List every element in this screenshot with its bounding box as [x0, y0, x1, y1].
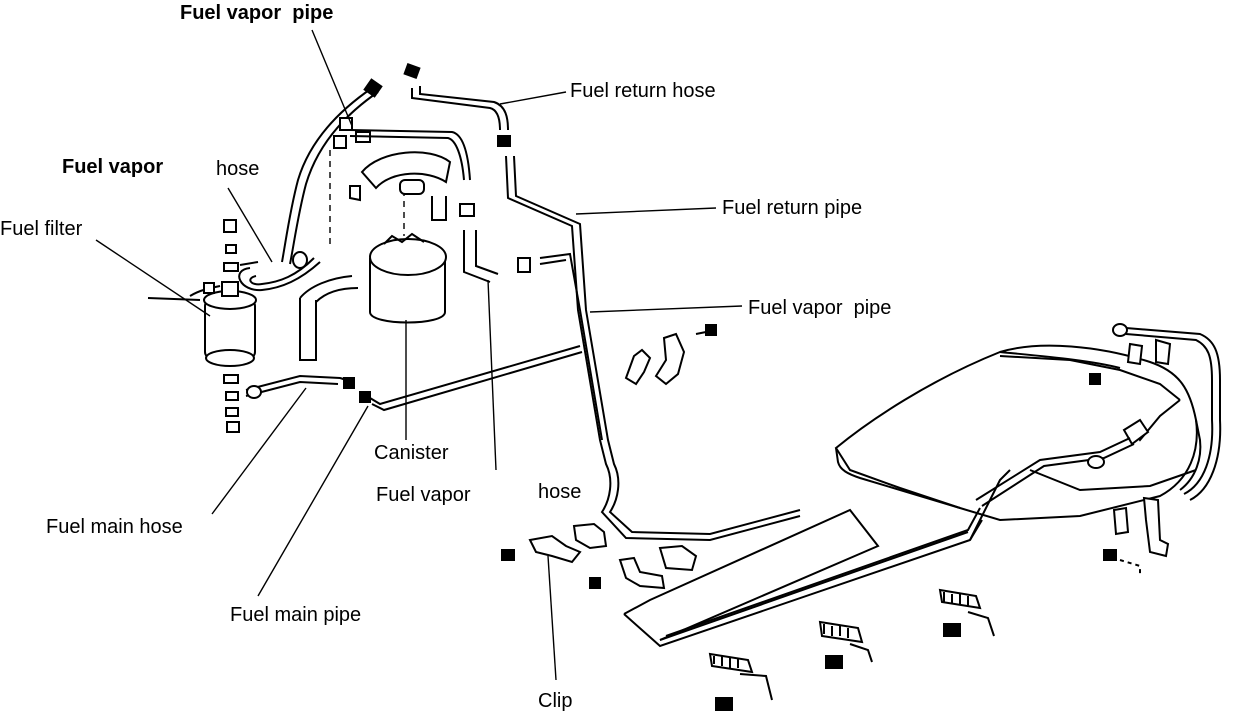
- leader-lines: [95, 29, 743, 681]
- fuel-return-hose-part: [403, 62, 511, 147]
- fuel-vapor-pipe-top-part: [281, 78, 383, 265]
- label-clip: Clip: [538, 690, 573, 712]
- label-fuel-vapor-pipe-right: Fuel vapor pipe: [748, 297, 892, 319]
- label-fuel-return-pipe: Fuel return pipe: [722, 197, 863, 219]
- fuel-main-pipe-part: [245, 345, 583, 412]
- label-fuel-vapor-pipe-top: Fuel vapor pipe: [180, 2, 334, 24]
- label-fuel-main-hose: Fuel main hose: [46, 516, 183, 538]
- label-fuel-vapor-hose-left-b: hose: [216, 158, 260, 180]
- label-fuel-return-hose: Fuel return hose: [570, 80, 716, 102]
- fuel-filter-part: [147, 219, 257, 433]
- fuel-return-pipe-part: [463, 155, 801, 542]
- clips-lower-part: [708, 588, 995, 711]
- pipe-protector-part: [623, 507, 983, 648]
- canister-bracket-part: [333, 129, 475, 221]
- label-canister: Canister: [374, 442, 449, 464]
- fuel-vapor-hose-left-part: [238, 251, 321, 292]
- fuel-tank-part: [834, 323, 1222, 576]
- label-fuel-main-pipe: Fuel main pipe: [230, 604, 362, 626]
- label-fuel-vapor-hose-left-a: Fuel vapor: [62, 156, 164, 178]
- label-fuel-vapor-hose-mid-a: Fuel vapor: [376, 484, 471, 506]
- label-fuel-filter: Fuel filter: [0, 218, 83, 240]
- clips-center-part: [501, 324, 717, 590]
- canister-part: [299, 150, 447, 361]
- label-fuel-vapor-hose-mid-b: hose: [538, 481, 582, 503]
